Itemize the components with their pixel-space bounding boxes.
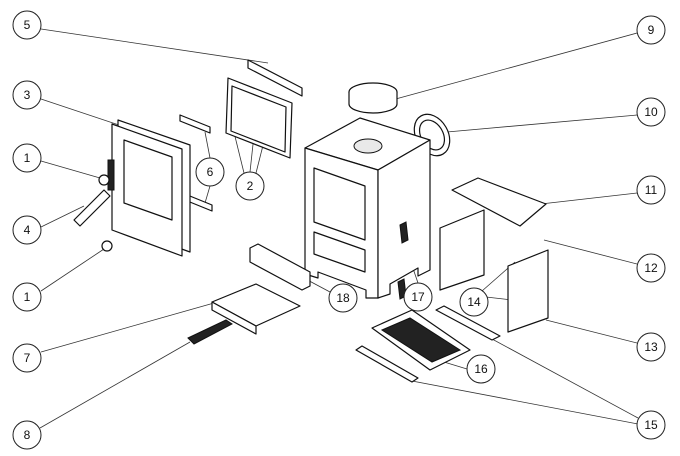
svg-text:11: 11 <box>645 183 658 197</box>
svg-text:8: 8 <box>24 428 31 442</box>
callout-16: 16 <box>466 354 496 384</box>
part-grate-bars <box>355 305 501 383</box>
callout-11: 11 <box>636 175 666 205</box>
part-glass-panel <box>225 77 293 159</box>
callout-6: 6 <box>195 157 225 187</box>
part-flue-collar <box>348 82 398 114</box>
callout-8: 8 <box>12 420 42 450</box>
callout-12: 12 <box>636 253 666 283</box>
part-baffle <box>451 177 547 227</box>
svg-text:13: 13 <box>644 340 658 354</box>
callout-2: 2 <box>235 171 265 201</box>
part-door <box>107 119 191 257</box>
part-ash-pan <box>211 283 301 335</box>
svg-text:12: 12 <box>644 261 658 275</box>
callout-3: 3 <box>12 80 42 110</box>
callout-13: 13 <box>636 332 666 362</box>
svg-text:10: 10 <box>644 105 658 119</box>
callout-1-bottom: 1 <box>12 282 42 312</box>
callout-9: 9 <box>636 15 666 45</box>
svg-text:1: 1 <box>24 290 31 304</box>
callout-7: 7 <box>12 343 42 373</box>
svg-text:17: 17 <box>411 290 425 304</box>
callout-18: 18 <box>328 283 358 313</box>
svg-text:16: 16 <box>474 362 488 376</box>
callout-14: 14 <box>459 287 489 317</box>
part-log-guard <box>249 243 311 291</box>
callout-5: 5 <box>12 10 42 40</box>
callout-17: 17 <box>403 282 433 312</box>
part-air-slide <box>397 221 409 300</box>
part-door-knobs <box>98 174 113 252</box>
part-grate <box>371 309 471 371</box>
svg-text:1: 1 <box>24 151 31 165</box>
part-stove-body <box>304 117 431 299</box>
part-ash-pan-tool <box>187 319 233 345</box>
svg-text:6: 6 <box>207 165 214 179</box>
svg-text:18: 18 <box>336 291 350 305</box>
part-side-brick-left <box>439 209 485 291</box>
svg-text:5: 5 <box>24 18 31 32</box>
callout-15: 15 <box>636 410 666 440</box>
svg-text:4: 4 <box>24 223 31 237</box>
part-side-brick-right <box>507 249 549 333</box>
part-top-bracket <box>247 59 303 97</box>
svg-text:14: 14 <box>467 295 481 309</box>
callout-4: 4 <box>12 215 42 245</box>
callout-10: 10 <box>636 97 666 127</box>
svg-text:15: 15 <box>644 418 658 432</box>
callout-1-top: 1 <box>12 143 42 173</box>
svg-text:3: 3 <box>24 88 31 102</box>
svg-text:2: 2 <box>247 179 254 193</box>
svg-text:7: 7 <box>24 351 31 365</box>
part-door-handle <box>73 189 111 227</box>
svg-text:9: 9 <box>648 23 655 37</box>
